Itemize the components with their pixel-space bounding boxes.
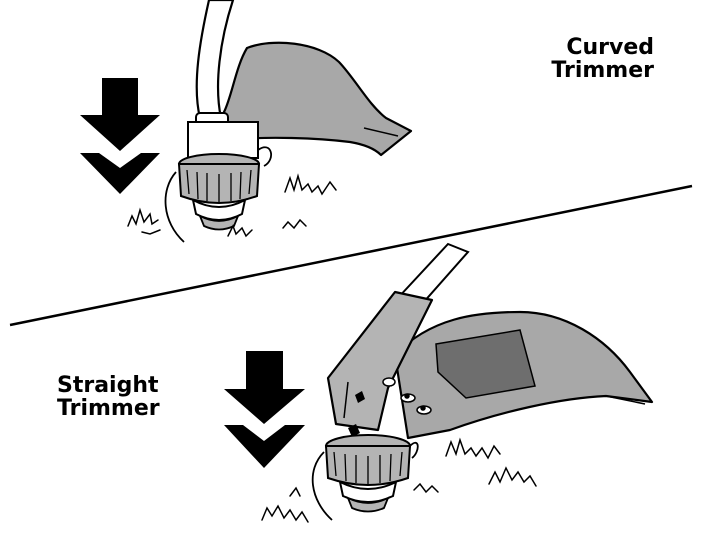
straight-trimmer-label: Straight Trimmer	[57, 374, 160, 420]
trimmer-head-icon	[179, 154, 259, 230]
curved-trimmer-label: Curved Trimmer	[551, 36, 654, 82]
straight-label-line2: Trimmer	[57, 397, 160, 420]
curved-label-line2: Trimmer	[551, 59, 654, 82]
divider-line	[10, 186, 692, 325]
curved-trimmer	[128, 0, 411, 242]
gear-housing	[188, 122, 258, 158]
down-arrow-icon	[224, 351, 305, 468]
trimmer-head-icon	[326, 435, 410, 512]
straight-trimmer	[262, 244, 652, 522]
curved-label-line1: Curved	[551, 36, 654, 59]
straight-label-line1: Straight	[57, 374, 160, 397]
down-arrow-icon	[80, 78, 160, 194]
